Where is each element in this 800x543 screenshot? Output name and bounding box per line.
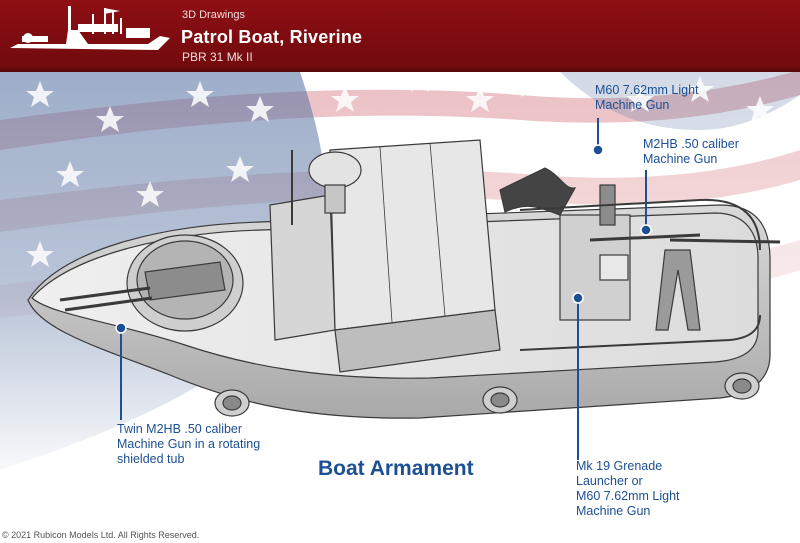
leader-dot-twin-m2hb bbox=[115, 322, 127, 334]
callout-m60-top: M60 7.62mm Light Machine Gun bbox=[595, 83, 699, 113]
callout-line: M60 7.62mm Light bbox=[576, 489, 680, 503]
callout-line: Machine Gun in a rotating bbox=[117, 437, 261, 451]
callout-line: Twin M2HB .50 caliber bbox=[117, 422, 243, 436]
callout-line: Machine Gun bbox=[576, 504, 651, 518]
callout-m2hb-rear: M2HB .50 caliber Machine Gun bbox=[643, 137, 739, 167]
callout-line: M2HB .50 caliber bbox=[643, 137, 739, 151]
callout-line: shielded tub bbox=[117, 452, 185, 466]
boat-silhouette-icon bbox=[10, 6, 170, 50]
leader-dot-m60-top bbox=[592, 144, 604, 156]
header-band: 3D Drawings Patrol Boat, Riverine PBR 31… bbox=[0, 0, 800, 72]
header-category: 3D Drawings bbox=[182, 9, 245, 21]
callout-line: Launcher or bbox=[576, 474, 643, 488]
page-subtitle: PBR 31 Mk II bbox=[182, 50, 253, 64]
callout-line: M60 7.62mm Light bbox=[595, 83, 699, 97]
callout-leaders bbox=[115, 118, 652, 460]
leader-dot-mk19 bbox=[572, 292, 584, 304]
copyright-notice: © 2021 Rubicon Models Ltd. All Rights Re… bbox=[2, 530, 200, 540]
callout-line: Mk 19 Grenade bbox=[576, 459, 663, 473]
patrol-boat-illustration bbox=[27, 139, 781, 419]
diagram-heading: Boat Armament bbox=[318, 457, 474, 480]
callout-line: Machine Gun bbox=[643, 152, 718, 166]
page-title: Patrol Boat, Riverine bbox=[181, 27, 363, 47]
callout-mk19: Mk 19 Grenade Launcher or M60 7.62mm Lig… bbox=[576, 459, 680, 519]
callout-twin-m2hb: Twin M2HB .50 caliber Machine Gun in a r… bbox=[117, 422, 260, 467]
callout-line: Machine Gun bbox=[595, 98, 670, 112]
leader-dot-m2hb-rear bbox=[640, 224, 652, 236]
